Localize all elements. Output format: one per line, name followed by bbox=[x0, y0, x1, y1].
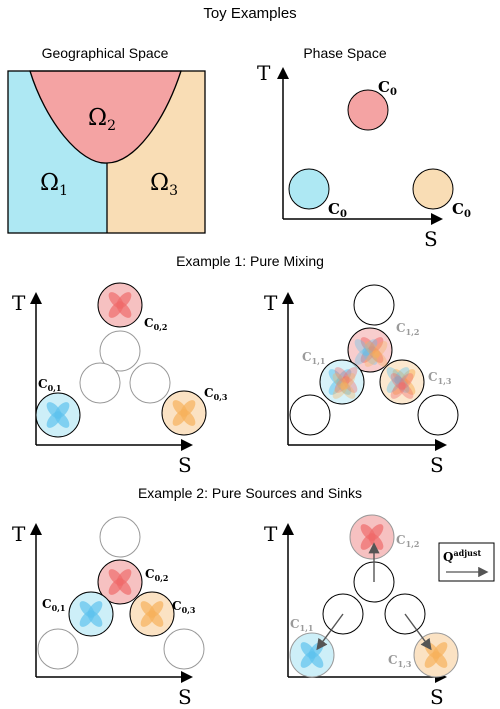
example2-left-plot: T S C0,2 C0,1 C0,3 bbox=[12, 516, 205, 709]
red-flower-c02 bbox=[97, 559, 143, 605]
c0-label-blue: C0 bbox=[328, 200, 347, 220]
axis-label-t: T bbox=[12, 291, 26, 315]
label-c03: C0,3 bbox=[204, 386, 228, 402]
example1-title: Example 1: Pure Mixing bbox=[176, 253, 324, 269]
orange-flower-c03 bbox=[161, 390, 207, 436]
label-c12: C1,2 bbox=[396, 321, 419, 337]
axis-label-t: T bbox=[12, 522, 26, 546]
label-c11: C1,1 bbox=[302, 350, 325, 366]
region-omega2 bbox=[29, 70, 182, 164]
blue-flower-c01 bbox=[68, 591, 114, 637]
omega1-label: Ω1 bbox=[40, 170, 68, 199]
label-c01: C0,1 bbox=[38, 377, 61, 393]
geographical-space-title: Geographical Space bbox=[42, 45, 169, 61]
axis-label-s: S bbox=[178, 685, 192, 709]
orange-flower-c13 bbox=[413, 632, 459, 678]
red-flower-c12 bbox=[349, 514, 395, 560]
example2-title: Example 2: Pure Sources and Sinks bbox=[138, 485, 362, 501]
label-c01: C0,1 bbox=[42, 597, 65, 613]
label-c13: C1,3 bbox=[388, 653, 412, 669]
label-c11: C1,1 bbox=[290, 617, 313, 633]
q-adjust-legend: Qadjust bbox=[438, 542, 495, 582]
axis-label-s: S bbox=[430, 453, 444, 477]
empty-circle bbox=[289, 394, 331, 436]
blue-flower-c01 bbox=[35, 392, 81, 438]
mixed-flower-c11 bbox=[319, 359, 365, 405]
empty-circle bbox=[37, 628, 79, 670]
example2-right-plot: T S C1,2 C1,1 C1,3 bbox=[264, 514, 459, 709]
empty-circle bbox=[353, 284, 395, 326]
c0-label-red: C0 bbox=[378, 78, 397, 98]
example1-right-plot: T S C1,2 C1,1 C1,3 bbox=[264, 284, 459, 477]
empty-circle bbox=[129, 362, 171, 404]
example1-left-plot: T S C0,2 C0,1 C0,3 bbox=[12, 282, 228, 477]
adjust-arrow-left bbox=[316, 613, 344, 651]
blue-flower-c11 bbox=[289, 632, 335, 678]
axis-label-t: T bbox=[264, 291, 278, 315]
phase-space-title: Phase Space bbox=[303, 45, 386, 61]
orange-flower-c03 bbox=[129, 591, 175, 637]
mixed-flower-c12 bbox=[347, 327, 393, 373]
axis-label-s: S bbox=[178, 453, 192, 477]
axis-label-s: S bbox=[430, 685, 444, 709]
toy-examples-title: Toy Examples bbox=[203, 5, 296, 22]
axis-label-s: S bbox=[424, 227, 438, 251]
empty-circle bbox=[417, 394, 459, 436]
omega2-label: Ω2 bbox=[88, 105, 116, 134]
label-c13: C1,3 bbox=[428, 370, 452, 386]
geographical-map: Ω2 Ω1 Ω3 bbox=[7, 70, 206, 234]
empty-circle bbox=[99, 516, 141, 558]
empty-circle bbox=[99, 330, 141, 372]
orange-watermass-circle bbox=[412, 168, 454, 210]
empty-circle bbox=[163, 628, 205, 670]
label-c03: C0,3 bbox=[172, 599, 196, 615]
legend-label: Qadjust bbox=[443, 548, 481, 564]
adjust-arrow-right bbox=[404, 613, 432, 651]
blue-watermass-circle bbox=[288, 168, 330, 210]
label-c02: C0,2 bbox=[145, 567, 168, 583]
red-flower-c02 bbox=[97, 282, 143, 328]
empty-circle bbox=[79, 362, 121, 404]
axis-label-t: T bbox=[257, 61, 271, 85]
omega3-label: Ω3 bbox=[150, 170, 178, 199]
mixed-flower-c13 bbox=[379, 359, 425, 405]
axis-label-t: T bbox=[264, 522, 278, 546]
c0-label-orange: C0 bbox=[452, 200, 471, 220]
map-border bbox=[7, 70, 206, 234]
red-watermass-circle bbox=[347, 89, 389, 131]
label-c02: C0,2 bbox=[144, 316, 167, 332]
phase-space-plot: T S C0 C0 C0 bbox=[257, 61, 471, 251]
label-c12: C1,2 bbox=[396, 533, 419, 549]
